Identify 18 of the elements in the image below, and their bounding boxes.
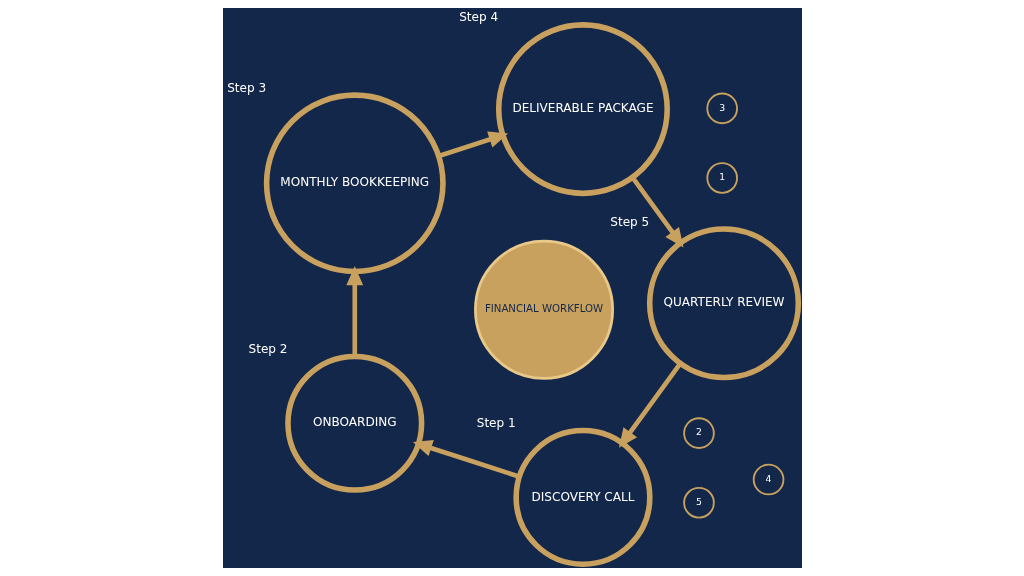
- arrow: [345, 265, 363, 357]
- node-label: Step 4: [458, 10, 498, 25]
- node-circle: 3: [705, 92, 738, 125]
- arrow: [630, 176, 684, 248]
- arrow: [412, 440, 520, 479]
- arrow: [437, 131, 508, 159]
- node-circle: MONTHLY BOOKKEEPING: [263, 92, 446, 275]
- node-circle: FINANCIAL WORKFLOW: [473, 239, 614, 380]
- node-circle: 5: [682, 486, 715, 519]
- node-label: Step 3: [226, 80, 266, 95]
- node-circle: DELIVERABLE PACKAGE: [495, 22, 670, 197]
- node-circle: ONBOARDING: [284, 353, 424, 493]
- node-circle: 1: [705, 162, 738, 194]
- arrow: [618, 362, 682, 448]
- node-label: Step 5: [609, 214, 649, 229]
- node-label: Step 2: [248, 342, 287, 357]
- node-circle: 4: [752, 463, 784, 496]
- node-circle: 2: [682, 417, 715, 449]
